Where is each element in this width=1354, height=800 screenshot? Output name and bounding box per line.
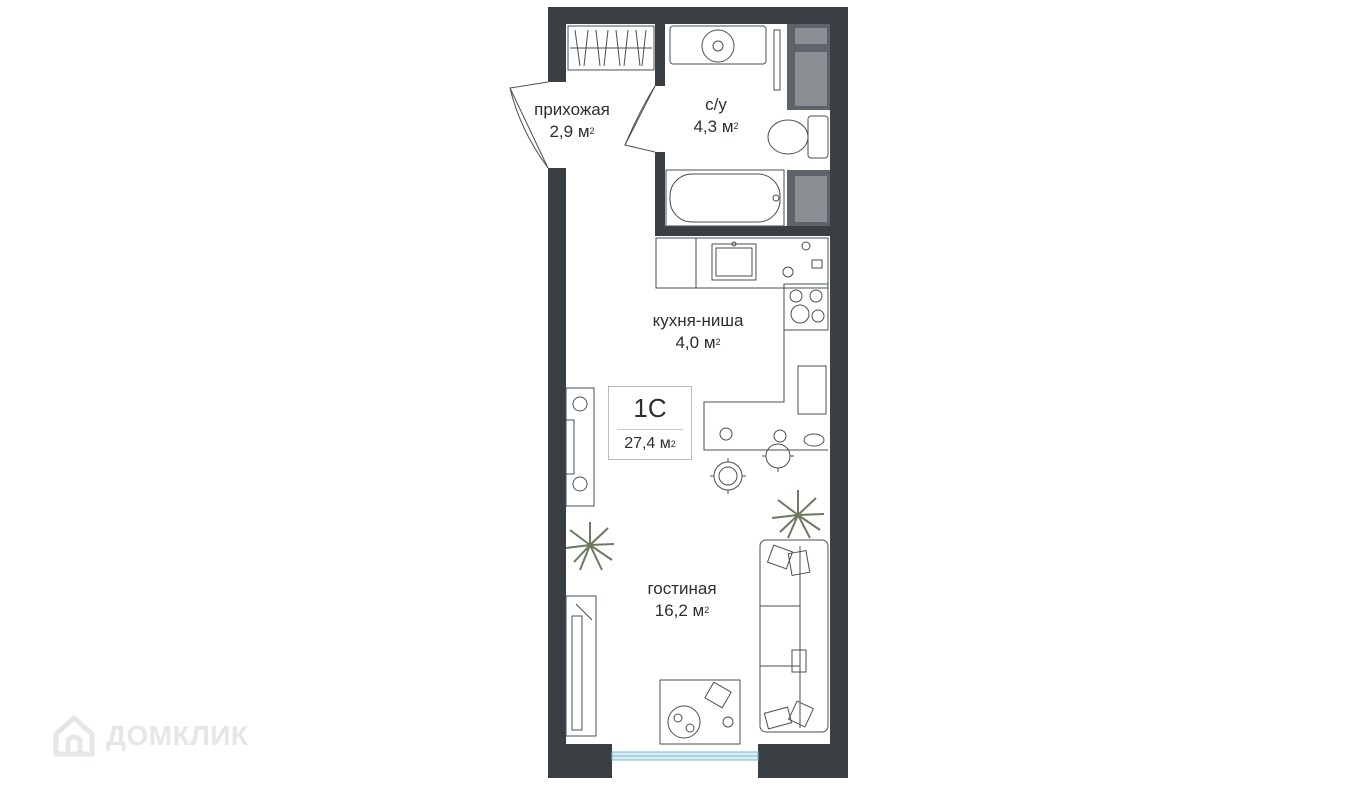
bathroom-sink bbox=[669, 25, 781, 91]
apartment-type: 1С bbox=[633, 393, 667, 423]
living-area: 16,2 м2 bbox=[654, 601, 710, 620]
badge-divider bbox=[617, 429, 683, 430]
plant-icon-2 bbox=[771, 490, 825, 539]
bathroom-walls bbox=[655, 24, 830, 236]
plant-icon bbox=[565, 522, 615, 571]
room-label-bathroom: с/у 4,3 м2 bbox=[666, 94, 766, 138]
hallway-name: прихожая bbox=[534, 100, 610, 119]
tv-unit bbox=[565, 387, 595, 507]
bathroom-door bbox=[624, 85, 656, 153]
apartment-total-area: 27,4 м2 bbox=[624, 435, 676, 452]
domclick-watermark: ДОМКЛИК bbox=[50, 712, 249, 760]
left-shelf bbox=[565, 595, 597, 737]
room-label-kitchen: кухня-ниша 4,0 м2 bbox=[628, 310, 768, 354]
kitchen-counter bbox=[655, 237, 829, 451]
toilet bbox=[767, 115, 829, 159]
window bbox=[611, 751, 759, 761]
wardrobe bbox=[567, 25, 655, 71]
room-label-living: гостиная 16,2 м2 bbox=[622, 578, 742, 622]
kitchen-name: кухня-ниша bbox=[652, 311, 744, 330]
hallway-area: 2,9 м2 bbox=[549, 122, 595, 141]
bar-stools bbox=[710, 443, 794, 494]
coffee-table bbox=[659, 679, 741, 745]
house-logo-icon bbox=[53, 715, 95, 757]
outer-walls bbox=[548, 7, 848, 778]
kitchen-area: 4,0 м2 bbox=[675, 333, 721, 352]
bathtub bbox=[665, 169, 785, 227]
room-label-hallway: прихожая 2,9 м2 bbox=[516, 99, 628, 143]
bathroom-name: с/у bbox=[705, 95, 727, 114]
watermark-text: ДОМКЛИК bbox=[106, 720, 249, 751]
sofa bbox=[759, 539, 829, 733]
bathroom-area: 4,3 м2 bbox=[693, 117, 739, 136]
apartment-badge: 1С 27,4 м2 bbox=[608, 386, 692, 460]
living-name: гостиная bbox=[647, 579, 717, 598]
entrance-door bbox=[509, 81, 549, 169]
